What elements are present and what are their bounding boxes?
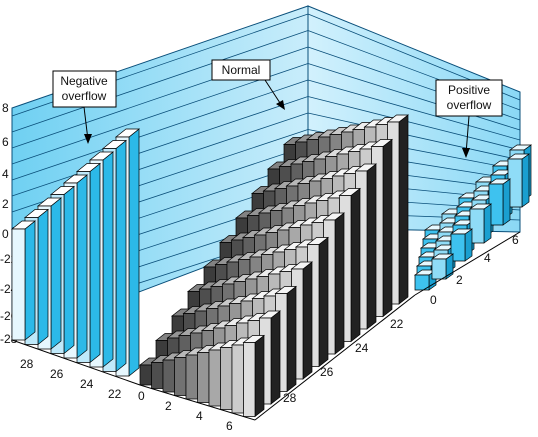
positive-overflow-bar-front (414, 274, 430, 291)
normal-bar-front (185, 354, 198, 400)
far-right-tick: 4 (484, 251, 491, 265)
positive-overflow-bar-front (431, 258, 447, 280)
positive-overflow-bar-front (469, 208, 485, 244)
positive-overflow-bar-front (450, 233, 466, 262)
normal-bar-side (254, 334, 265, 418)
negative-overflow-callout: Negative overflow (52, 70, 117, 144)
grid-line (307, 96, 521, 151)
negative-overflow-bar-side (115, 139, 127, 373)
normal-bar-front (197, 352, 210, 403)
positive-callout-line1: Positive (448, 83, 490, 97)
normal-bar-side (366, 163, 377, 330)
grid-line (11, 30, 309, 133)
positive-callout-line2: overflow (447, 98, 492, 112)
front-tick: 6 (226, 419, 233, 433)
far-right-tick: 0 (430, 293, 437, 307)
front-tick: 2 (165, 399, 172, 413)
positive-overflow-callout: Positive overflow (435, 79, 503, 158)
normal-bar-side (398, 114, 409, 305)
back-tick: 0 (2, 227, 9, 241)
normal-bar-front (231, 344, 244, 414)
negative-overflow-bars (11, 128, 140, 377)
left-tick: 22 (108, 387, 122, 401)
negative-overflow-bar-side (37, 208, 49, 346)
positive-overflow-bar-front (488, 183, 504, 226)
negative-overflow-bar-side (89, 162, 101, 364)
positive-overflow-bar-side (483, 203, 492, 244)
positive-overflow-bar-side (521, 153, 530, 208)
grid-line (307, 63, 521, 131)
grid-line (307, 79, 521, 141)
back-tick: 8 (2, 101, 9, 115)
normal-bar-side (302, 261, 313, 380)
normal-bar-front (208, 349, 221, 407)
front-tick: 4 (196, 409, 203, 423)
positive-overflow-bar-front (507, 158, 523, 208)
positive-overflow-bar-side (464, 228, 473, 262)
right-tick: 24 (355, 341, 369, 355)
normal-bar-front (151, 362, 164, 389)
back-tick: 6 (2, 135, 9, 149)
left-tick: 24 (80, 377, 94, 391)
negative-callout-line1: Negative (60, 74, 108, 88)
right-tick: 26 (320, 365, 334, 379)
normal-bars (138, 114, 410, 418)
normal-bar-side (318, 236, 329, 368)
front-axis-ticks: 0 2 4 6 (138, 389, 233, 433)
negative-overflow-bar-side (24, 220, 36, 341)
normal-bar-front (139, 364, 152, 386)
negative-overflow-bar-front (11, 228, 26, 341)
positive-overflow-bars (413, 144, 533, 291)
normal-bar-front (162, 359, 175, 393)
front-tick: 0 (138, 389, 145, 403)
normal-bar-side (350, 187, 361, 343)
normal-bar-side (286, 285, 297, 393)
normal-bar-side (334, 212, 345, 355)
right-axis-ticks: 22 24 26 28 (283, 317, 404, 405)
negative-overflow-bar-side (50, 197, 62, 350)
normal-bar-side (270, 310, 281, 405)
back-tick: 4 (2, 167, 9, 181)
negative-overflow-bar-side (128, 128, 140, 377)
right-tick: 22 (390, 317, 404, 331)
normal-bar-side (382, 138, 393, 318)
positive-overflow-bar-side (502, 178, 511, 226)
left-tick: 26 (50, 367, 64, 381)
far-right-axis-ticks: 0 2 4 6 (430, 233, 519, 307)
negative-overflow-bar-side (63, 185, 75, 355)
grid-line (307, 112, 521, 161)
grid-line (11, 79, 309, 181)
right-tick: 28 (283, 391, 297, 405)
negative-callout-line2: overflow (62, 89, 107, 103)
far-right-tick: 2 (456, 273, 463, 287)
back-tick: 2 (2, 197, 9, 211)
negative-overflow-bar-side (102, 151, 114, 368)
normal-bar-front (220, 347, 233, 410)
floor-axes (11, 231, 521, 421)
far-right-tick: 6 (512, 233, 519, 247)
left-tick: 28 (20, 357, 34, 371)
normal-callout: Normal (211, 59, 285, 110)
normal-callout-text: Normal (222, 63, 261, 77)
normal-bar-front (243, 342, 256, 417)
grid-line (11, 96, 309, 197)
normal-bar-front (174, 357, 187, 396)
negative-overflow-bar-side (76, 174, 88, 359)
left-axis-ticks: 28 26 24 22 (20, 357, 122, 401)
